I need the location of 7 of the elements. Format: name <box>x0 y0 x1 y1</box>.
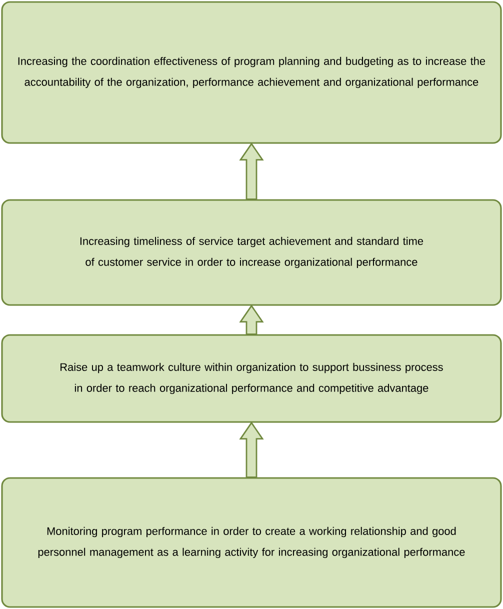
process-box: Monitoring program performance in order to create a working relationship and good personnel management as a learning activity for increasing organizational performance <box>1 477 502 608</box>
process-box: Increasing the coordination effectiveness of program planning and budgeting as to increase the accountability of the organization, performance achievement and organizational performance <box>1 1 502 144</box>
process-box: Increasing timeliness of service target achievement and standard time of customer service in order to increase organizational performance <box>1 199 502 306</box>
block-arrow <box>239 304 264 335</box>
block-arrow <box>239 422 264 478</box>
process-box: Raise up a teamwork culture within organization to support bussiness process in order to reach organizational performance and competitive advantage <box>1 334 502 423</box>
block-arrow <box>239 142 264 200</box>
